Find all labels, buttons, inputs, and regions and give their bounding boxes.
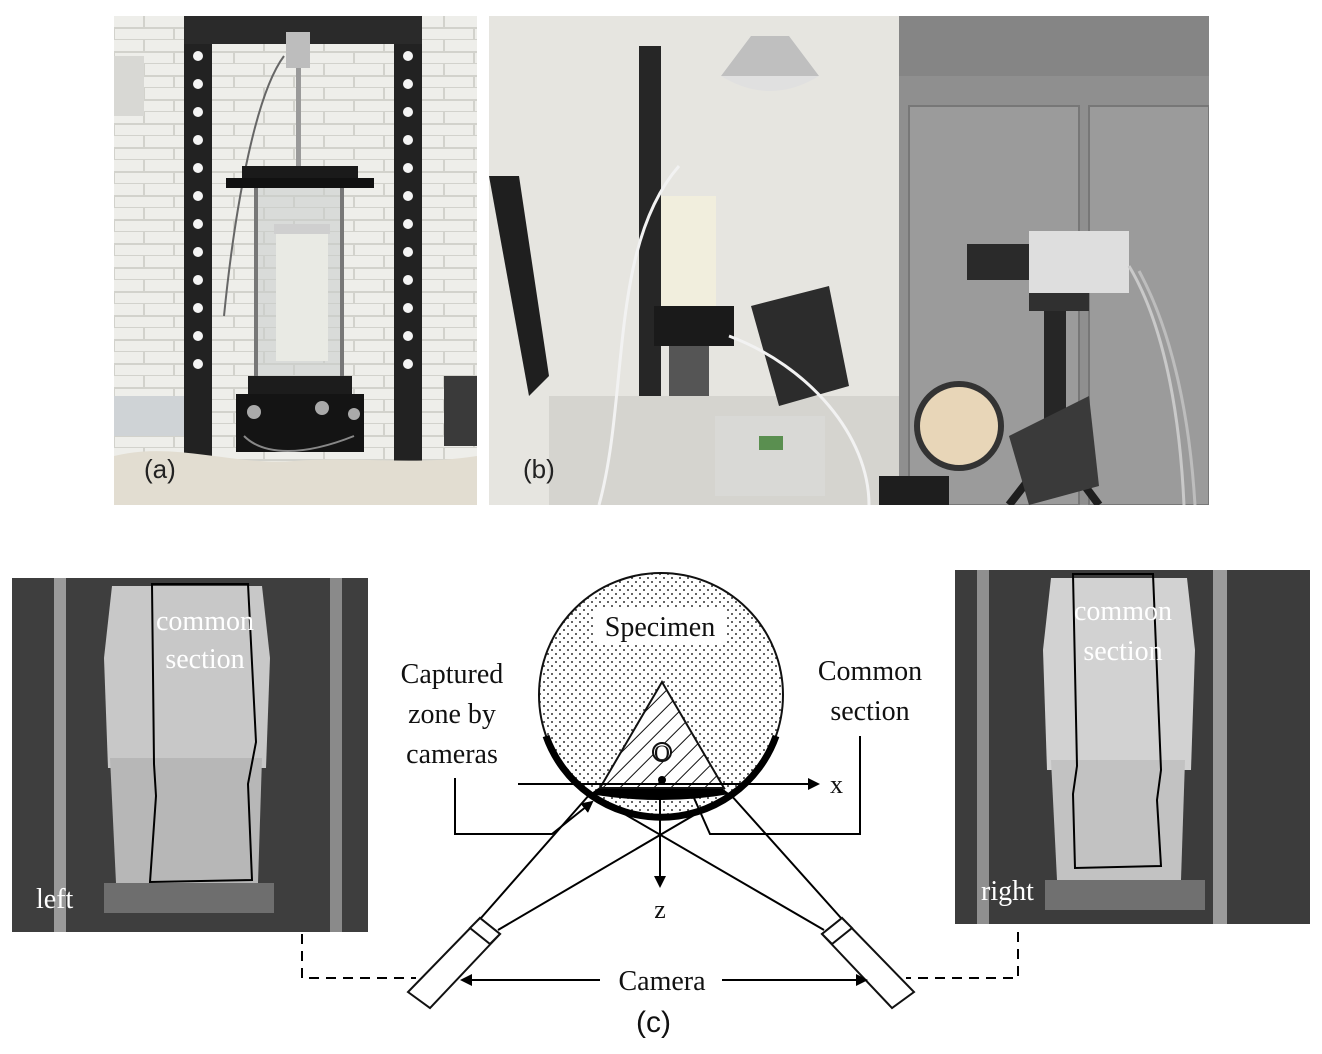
left-side-label: left [36,884,74,915]
right-common-line2: section [1083,636,1162,667]
panel-c-label: (c) [636,1006,671,1039]
captured-leader [454,778,594,835]
x-axis-label: x [830,770,843,799]
left-camera-icon [406,916,502,1010]
camera-setup-photo: (b) [489,16,1209,505]
panel-b-label: (b) [523,454,555,484]
left-dashed-connector [301,934,416,979]
z-axis-label: z [654,895,666,924]
right-side-label: right [981,876,1034,907]
origin-label: O [654,740,670,765]
captured-line1: Captured [401,659,504,690]
right-common-line1: common [1074,596,1172,627]
triaxial-apparatus-photo: (a) [114,16,477,505]
captured-zone [598,680,726,789]
common-line1: Common [818,656,922,687]
right-camera-icon [820,916,916,1010]
captured-line2: zone by [408,699,496,730]
right-camera-view: common section right [955,570,1310,924]
specimen-label: Specimen [605,612,715,643]
left-camera-view: common section left [12,578,368,932]
captured-line3: cameras [406,739,498,770]
stereo-camera-schematic: Specimen O x z Captured zone by cameras … [290,540,1032,1015]
camera-label: Camera [618,966,706,997]
common-leader [693,736,861,835]
right-dashed-connector [906,932,1019,979]
left-common-line2: section [165,644,244,675]
common-line2: section [830,696,909,727]
panel-a-label: (a) [144,454,176,484]
left-common-line1: common [156,606,254,637]
